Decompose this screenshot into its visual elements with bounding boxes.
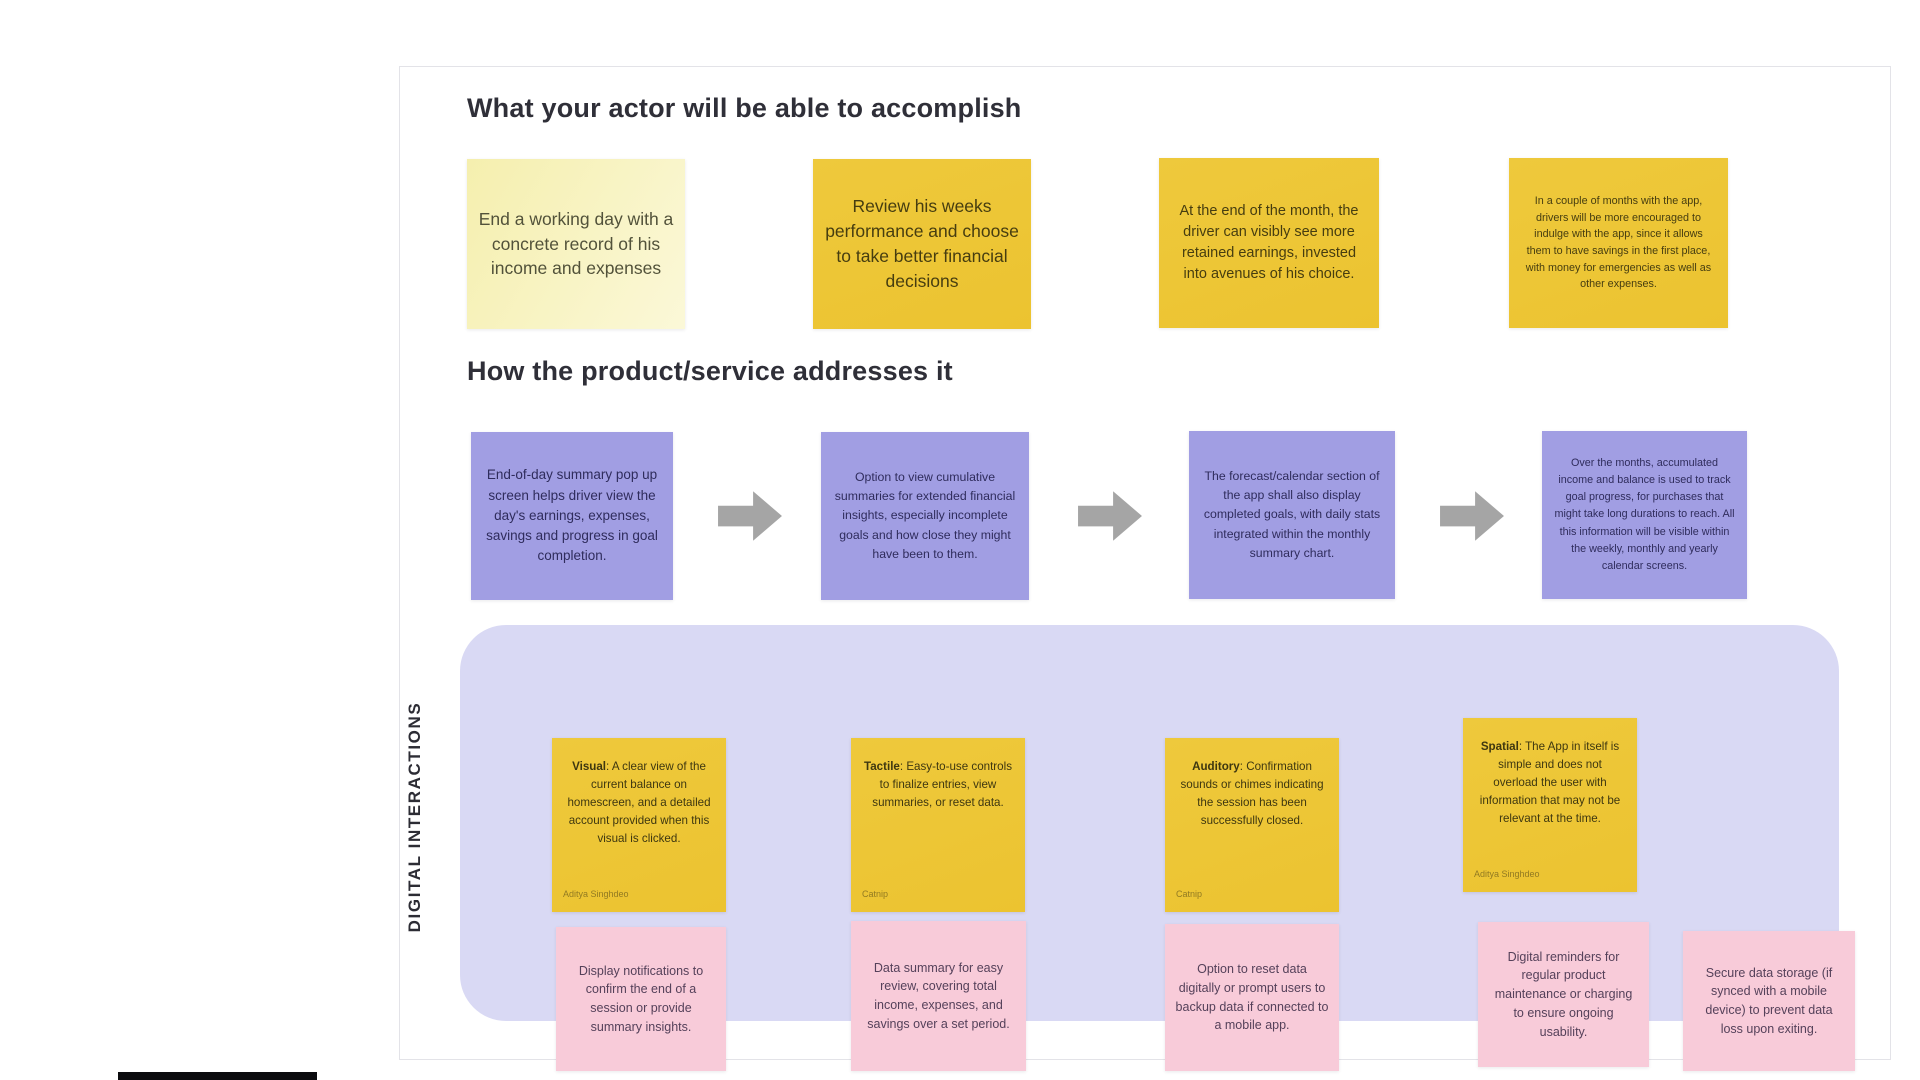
phase-label-exit: EXIT [33, 604, 170, 893]
sticky-note-pink-3[interactable]: Option to reset data digitally or prompt… [1165, 924, 1339, 1071]
sticky-note-accomplish-1[interactable]: End a working day with a concrete record… [467, 159, 685, 329]
sticky-note-addresses-2[interactable]: Option to view cumulative summaries for … [821, 432, 1029, 600]
sticky-note-auditory[interactable]: Auditory: Confirmation sounds or chimes … [1165, 738, 1339, 912]
phase-sidebar: EXIT [0, 0, 317, 1080]
right-arrow-icon [1078, 491, 1142, 541]
sticky-note-spatial[interactable]: Spatial: The App in itself is simple and… [1463, 718, 1637, 892]
sticky-note-accomplish-2[interactable]: Review his weeks performance and choose … [813, 159, 1031, 329]
sticky-note-addresses-1[interactable]: End-of-day summary pop up screen helps d… [471, 432, 673, 600]
sticky-note-pink-1[interactable]: Display notifications to confirm the end… [556, 927, 726, 1071]
sticky-note-pink-4[interactable]: Digital reminders for regular product ma… [1478, 922, 1649, 1067]
sticky-note-addresses-4[interactable]: Over the months, accumulated income and … [1542, 431, 1747, 599]
note-author: Aditya Singhdeo [563, 889, 629, 900]
board-card: What your actor will be able to accompli… [399, 66, 1891, 1071]
note-author: Aditya Singhdeo [1474, 869, 1540, 880]
accomplish-section-title: What your actor will be able to accompli… [467, 93, 1022, 123]
sticky-note-pink-2[interactable]: Data summary for easy review, covering t… [851, 921, 1026, 1071]
sticky-note-tactile[interactable]: Tactile: Easy-to-use controls to finaliz… [851, 738, 1025, 912]
digital-interactions-label: DIGITAL INTERACTIONS [405, 701, 424, 933]
right-arrow-icon [1440, 491, 1504, 541]
addresses-section-title: How the product/service addresses it [467, 356, 953, 386]
note-author: Catnip [862, 889, 889, 900]
sticky-note-accomplish-4[interactable]: In a couple of months with the app, driv… [1509, 158, 1728, 328]
sticky-note-accomplish-3[interactable]: At the end of the month, the driver can … [1159, 158, 1379, 328]
digital-interactions-container: Visual: A clear view of the current bala… [460, 625, 1855, 1071]
sticky-note-visual[interactable]: Visual: A clear view of the current bala… [552, 738, 726, 912]
sticky-note-pink-5[interactable]: Secure data storage (if synced with a mo… [1683, 931, 1855, 1071]
bottom-black-strip [118, 1072, 317, 1080]
note-author: Catnip [1176, 889, 1203, 900]
right-arrow-icon [718, 491, 782, 541]
sticky-note-addresses-3[interactable]: The forecast/calendar section of the app… [1189, 431, 1395, 599]
